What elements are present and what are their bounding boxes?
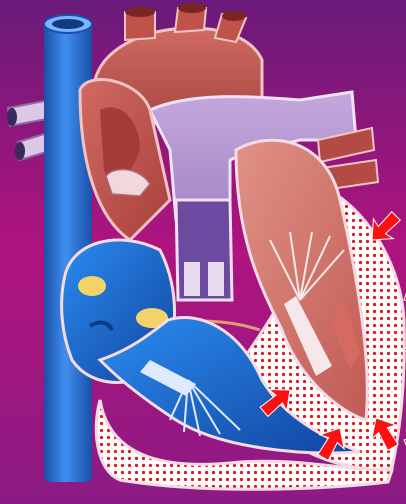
heart-diagram [0, 0, 406, 504]
heart-illustration [0, 0, 406, 504]
